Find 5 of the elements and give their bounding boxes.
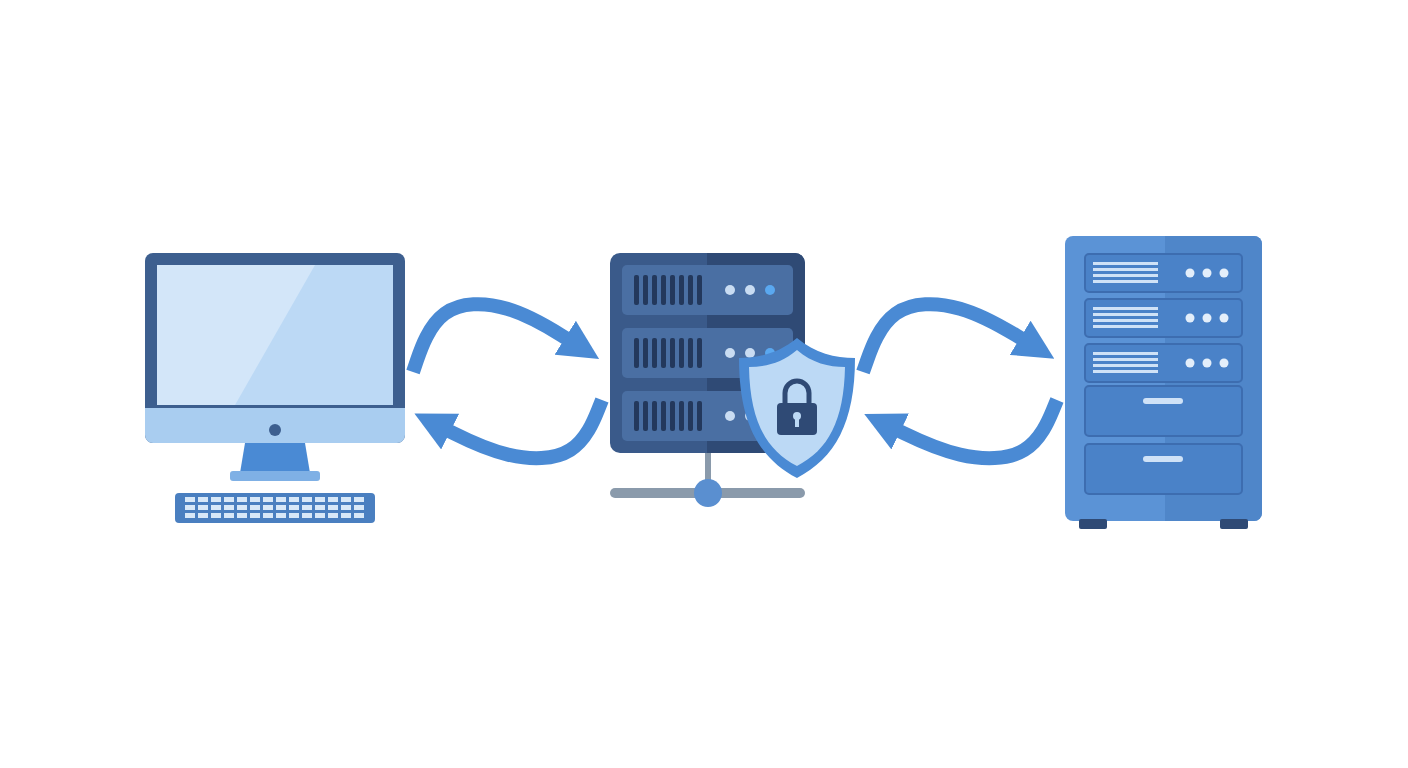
curved-arrow [856,297,1055,375]
curved-arrow [414,397,609,466]
curved-arrow [406,297,600,375]
curved-arrow [864,397,1064,466]
server-rack-drawing [1065,236,1262,530]
